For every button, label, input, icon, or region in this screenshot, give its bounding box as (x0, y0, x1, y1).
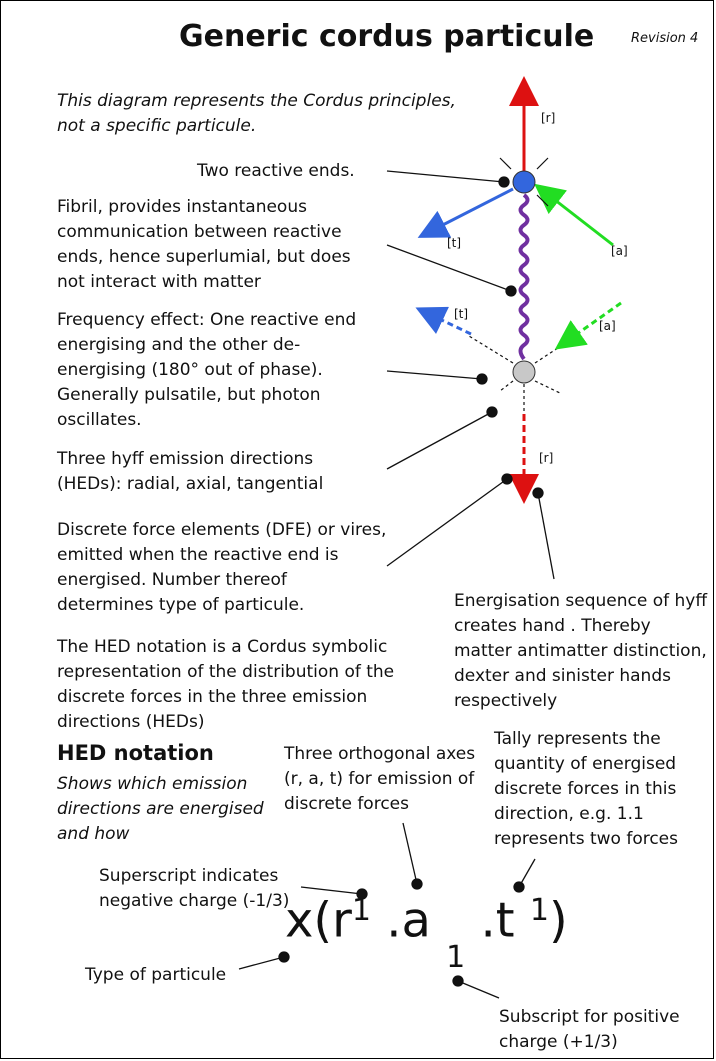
hed-formula: x(r1 .a 1 .t 1) (285, 881, 568, 975)
label-t-bottom: [t] (454, 307, 469, 321)
label-r-top: [r] (541, 111, 556, 125)
intro-text: This diagram represents the Cordus princ… (57, 91, 456, 136)
hed-superscript-note: Superscript indicates negative charge (-… (99, 866, 290, 911)
axial-arrow-top (534, 183, 614, 247)
label-hed-explanation: The HED notation is a Cordus symbolic re… (57, 637, 395, 732)
label-r-bottom: [r] (539, 451, 554, 465)
hed-type-note: Type of particule (85, 965, 227, 985)
tangential-arrow-bottom (415, 306, 472, 336)
hed-axes-note: Three orthogonal axes (r, a, t) for emis… (284, 744, 476, 814)
top-reactive-end-rays (499, 157, 549, 207)
hed-heading: HED notation (57, 741, 214, 765)
label-a-top: [a] (611, 244, 628, 258)
revision-label: Revision 4 (631, 31, 699, 46)
hed-subscript-note: Subscript for positive charge (+1/3) (499, 1007, 680, 1052)
label-t-top: [t] (447, 236, 462, 250)
label-hed-directions: Three hyff emission directions (HEDs): r… (57, 449, 324, 494)
axial-arrow-bottom (554, 301, 622, 350)
label-two-reactive-ends: Two reactive ends. (197, 161, 355, 181)
label-a-bottom: [a] (599, 319, 616, 333)
formula-r-superscript: 1 (351, 893, 371, 928)
formula-t-term: .t (465, 892, 530, 949)
fibril-line (518, 193, 530, 361)
deenergised-reactive-end (512, 360, 536, 384)
label-discrete-force-elements: Discrete force elements (DFE) or vires, … (57, 520, 387, 615)
tangential-arrow-top (417, 187, 514, 238)
label-energisation-sequence: Energisation sequence of hyff creates ha… (454, 591, 708, 711)
formula-prefix: x(r (285, 892, 352, 949)
label-fibril: Fibril, provides instantaneous communica… (57, 197, 351, 292)
diagram-title: Generic cordus particule (179, 19, 595, 54)
formula-t-superscript: 1 (529, 893, 549, 928)
energised-reactive-end (512, 170, 536, 194)
hed-subheading: Shows which emission directions are ener… (57, 774, 264, 844)
label-frequency-effect: Frequency effect: One reactive end energ… (57, 310, 357, 430)
formula-a-subscript: 1 (446, 939, 466, 975)
formula-a-term: .a (370, 892, 447, 949)
hed-tally-note: Tally represents the quantity of energis… (494, 729, 678, 849)
leader-lines (238, 170, 555, 999)
formula-close: ) (548, 892, 568, 949)
